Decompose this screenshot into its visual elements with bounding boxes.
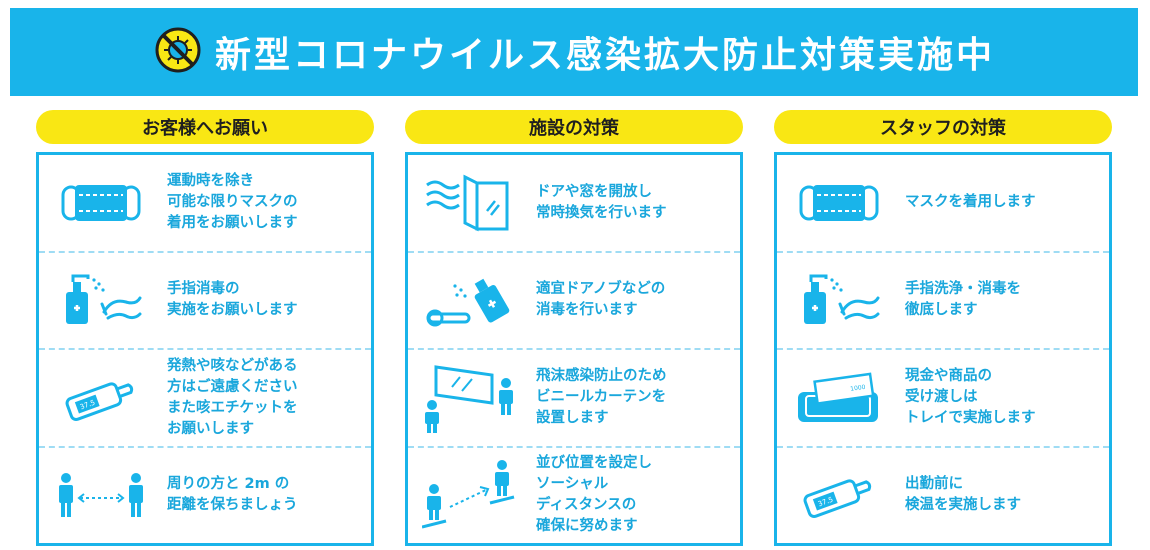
list-item: ドアや窓を開放し 常時換気を行います (408, 155, 740, 253)
item-text: 現金や商品の 受け渡しは トレイで実施します (905, 368, 1036, 427)
open-window-icon (422, 168, 518, 238)
list-item: 周りの方と 2m の 距離を保ちましょう (39, 448, 371, 544)
item-text: 出勤前に 検温を実施します (905, 476, 1021, 514)
panel: ドアや窓を開放し 常時換気を行います 適宜ドアノブなどの 消毒を行います (405, 152, 743, 546)
page-title: 新型コロナウイルス感染拡大防止対策実施中 (214, 35, 995, 76)
thermometer-icon: 37.5 (53, 363, 149, 433)
title-banner: 新型コロナウイルス感染拡大防止対策実施中 (10, 8, 1138, 96)
list-item: マスクを着用します (777, 155, 1109, 253)
list-item: 手指洗浄・消毒を 徹底します (777, 253, 1109, 350)
list-item: 37.5 発熱や咳などがある 方はご遠慮ください また咳エチケットを お願いしま… (39, 350, 371, 448)
hand-wash-icon (791, 265, 887, 335)
item-text: 飛沫感染防止のため ビニールカーテンを 設置します (536, 368, 667, 427)
list-item: 37.5 出勤前に 検温を実施します (777, 448, 1109, 544)
column-header: 施設の対策 (405, 110, 743, 144)
item-text: 手指洗浄・消毒を 徹底します (905, 281, 1021, 319)
no-virus-icon (153, 25, 203, 79)
list-item: 手指消毒の 実施をお願いします (39, 253, 371, 350)
panel: マスクを着用します 手指洗浄・消毒を 徹底します (774, 152, 1112, 546)
item-text: 並び位置を設定し ソーシャル ディスタンスの 確保に努めます (536, 455, 652, 535)
list-item: 並び位置を設定し ソーシャル ディスタンスの 確保に努めます (408, 448, 740, 544)
item-text: 周りの方と 2m の 距離を保ちましょう (167, 476, 298, 514)
item-text: マスクを着用します (905, 194, 1036, 211)
item-text: 適宜ドアノブなどの 消毒を行います (536, 281, 666, 319)
list-item: 1000 現金や商品の 受け渡しは トレイで実施します (777, 350, 1109, 448)
social-distance-icon (53, 460, 149, 530)
column-staff: スタッフの対策 マスクを着用します (774, 110, 1112, 546)
item-text: ドアや窓を開放し 常時換気を行います (536, 183, 667, 221)
queue-distance-icon (422, 460, 518, 530)
list-item: 飛沫感染防止のため ビニールカーテンを 設置します (408, 350, 740, 448)
mask-icon (791, 168, 887, 238)
disinfect-doorknob-icon (422, 265, 518, 335)
bill-value: 1000 (850, 383, 866, 392)
panel: 運動時を除き 可能な限りマスクの 着用をお願いします 手指消毒の 実施をお願いし… (36, 152, 374, 546)
column-header: お客様へお願い (36, 110, 374, 144)
hand-sanitizer-icon (53, 265, 149, 335)
cash-tray-icon: 1000 (791, 363, 887, 433)
column-header: スタッフの対策 (774, 110, 1112, 144)
mask-icon (53, 168, 149, 238)
thermometer-icon: 37.5 (791, 460, 887, 530)
item-text: 運動時を除き 可能な限りマスクの 着用をお願いします (167, 173, 298, 232)
item-text: 手指消毒の 実施をお願いします (167, 281, 298, 319)
column-facility: 施設の対策 ドアや窓を開放し 常時換気を行います (405, 110, 743, 546)
list-item: 適宜ドアノブなどの 消毒を行います (408, 253, 740, 350)
column-customers: お客様へお願い 運動時を除き 可能な限りマスクの 着用をお願いします (36, 110, 374, 546)
list-item: 運動時を除き 可能な限りマスクの 着用をお願いします (39, 155, 371, 253)
item-text: 発熱や咳などがある 方はご遠慮ください また咳エチケットを お願いします (167, 357, 298, 437)
vinyl-curtain-icon (422, 363, 518, 433)
